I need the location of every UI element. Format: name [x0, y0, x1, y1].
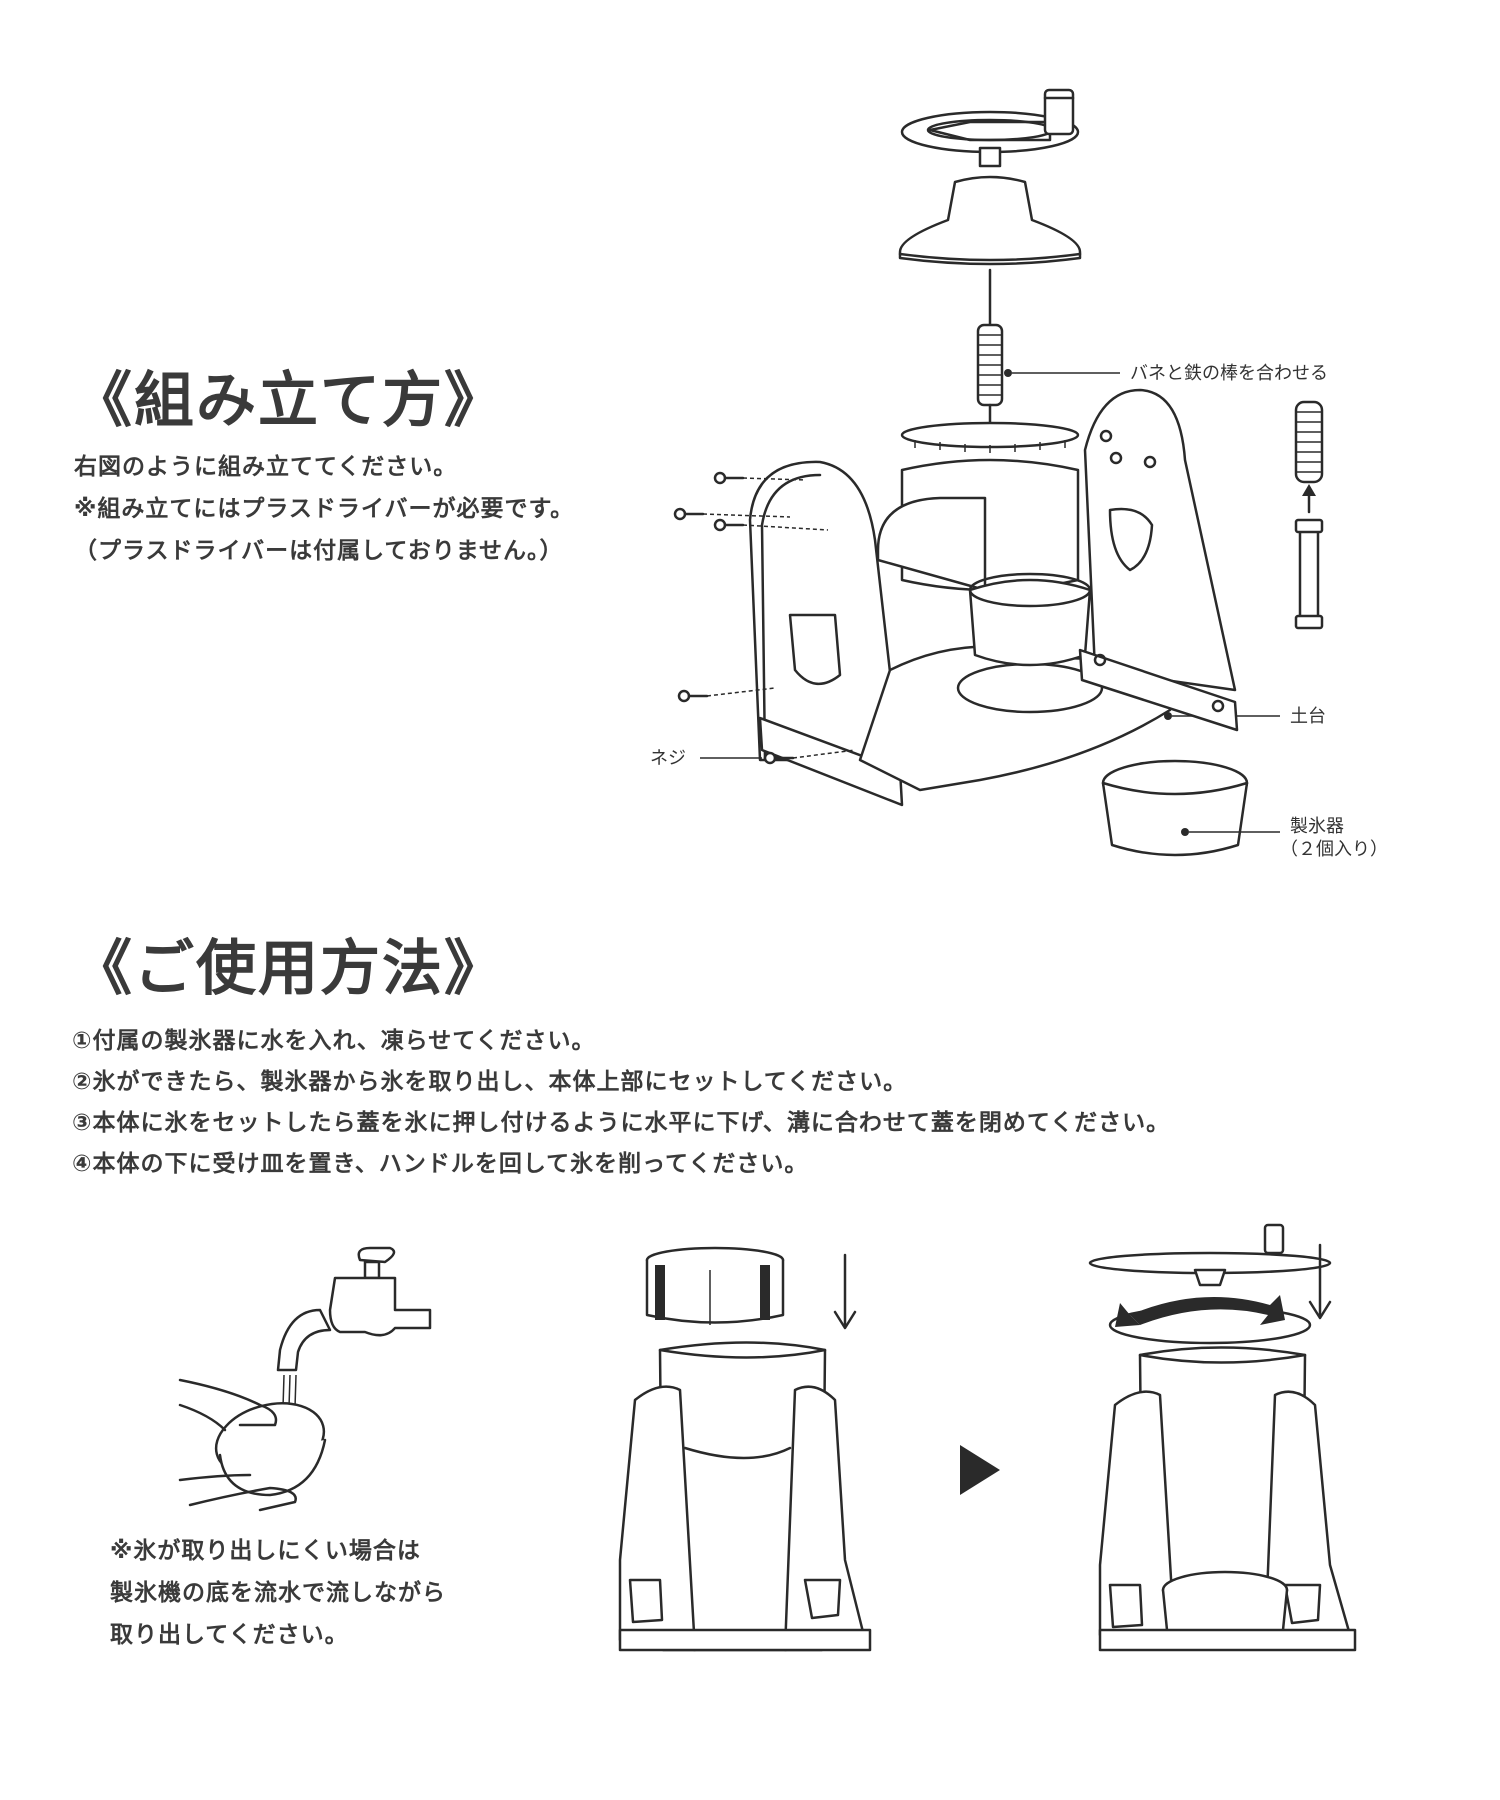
usage-note-line: 取り出してください。: [110, 1622, 349, 1648]
blade-disc: [900, 421, 1080, 453]
screw-label: ネジ: [650, 748, 686, 769]
shaver-body: [1098, 1346, 1357, 1652]
ice-maker-label: 製氷器: [1290, 816, 1344, 837]
filling-water-illustration: [178, 1246, 432, 1512]
screw-icon: [677, 687, 776, 703]
screws: [673, 471, 856, 765]
ice-maker: [1101, 759, 1280, 857]
ice-drum: [876, 458, 1080, 592]
usage-note: ※氷が取り出しにくい場合は 製氷機の底を流水で流しながら 取り出してください。: [110, 1530, 446, 1656]
ice-block: [645, 1246, 785, 1325]
usage-step: ③本体に氷をセットしたら蓋を氷に押し付けるように水平に下げ、溝に合わせて蓋を閉め…: [72, 1110, 1171, 1136]
usage-step: ④本体の下に受け皿を置き、ハンドルを回して氷を削ってください。: [72, 1151, 809, 1177]
assembly-exploded-diagram: バネと鉄の棒を合わせる 土台: [650, 88, 1388, 860]
right-stand: [1078, 388, 1239, 732]
ice-maker-quantity-label: （２個入り）: [1280, 839, 1388, 860]
next-step-arrow-icon: [960, 1445, 1000, 1495]
set-ice-illustration: [618, 1246, 872, 1652]
usage-note-line: 製氷機の底を流水で流しながら: [110, 1580, 446, 1606]
spring-label: バネと鉄の棒を合わせる: [1130, 363, 1328, 384]
usage-heading: 《ご使用方法》: [72, 934, 506, 1004]
screw-icon: [763, 749, 856, 765]
spring-shaft: [976, 268, 1120, 424]
spring-rod-detail: [1294, 400, 1324, 630]
down-arrow-icon: [833, 1253, 857, 1330]
screw-icon: [713, 471, 806, 485]
top-cap: [898, 175, 1082, 266]
usage-step: ①付属の製氷器に水を入れ、凍らせてください。: [72, 1028, 596, 1054]
usage-steps: ①付属の製氷器に水を入れ、凍らせてください。 ②氷ができたら、製氷器から氷を取り…: [72, 1020, 1170, 1184]
left-stand: [748, 460, 904, 807]
rotate-arrow-icon: [1115, 1295, 1285, 1327]
assembly-description-line: （プラスドライバーは付属しておりません。）: [74, 538, 564, 564]
usage-step: ②氷ができたら、製氷器から氷を取り出し、本体上部にセットしてください。: [72, 1069, 908, 1095]
usage-note-line: ※氷が取り出しにくい場合は: [110, 1538, 421, 1564]
assembly-description-line: 右図のように組み立ててください。: [74, 454, 458, 480]
screw-icon: [713, 518, 829, 532]
faucet-icon: [276, 1246, 432, 1372]
handle-top: [1088, 1223, 1332, 1287]
assembly-heading: 《組み立て方》: [72, 366, 506, 436]
assembly-description-line: ※組み立てにはプラスドライバーが必要です。: [74, 496, 575, 522]
hands: [178, 1378, 297, 1512]
close-lid-illustration: [1088, 1223, 1357, 1652]
screw-icon: [673, 507, 791, 521]
down-arrow-icon: [1308, 1243, 1332, 1320]
ice-maker-bowl: [214, 1402, 327, 1497]
shaver-body: [618, 1341, 872, 1652]
base-label: 土台: [1290, 706, 1326, 727]
handle-wheel: [900, 88, 1080, 168]
assembly-description: 右図のように組み立ててください。 ※組み立てにはプラスドライバーが必要です。 （…: [74, 446, 574, 572]
